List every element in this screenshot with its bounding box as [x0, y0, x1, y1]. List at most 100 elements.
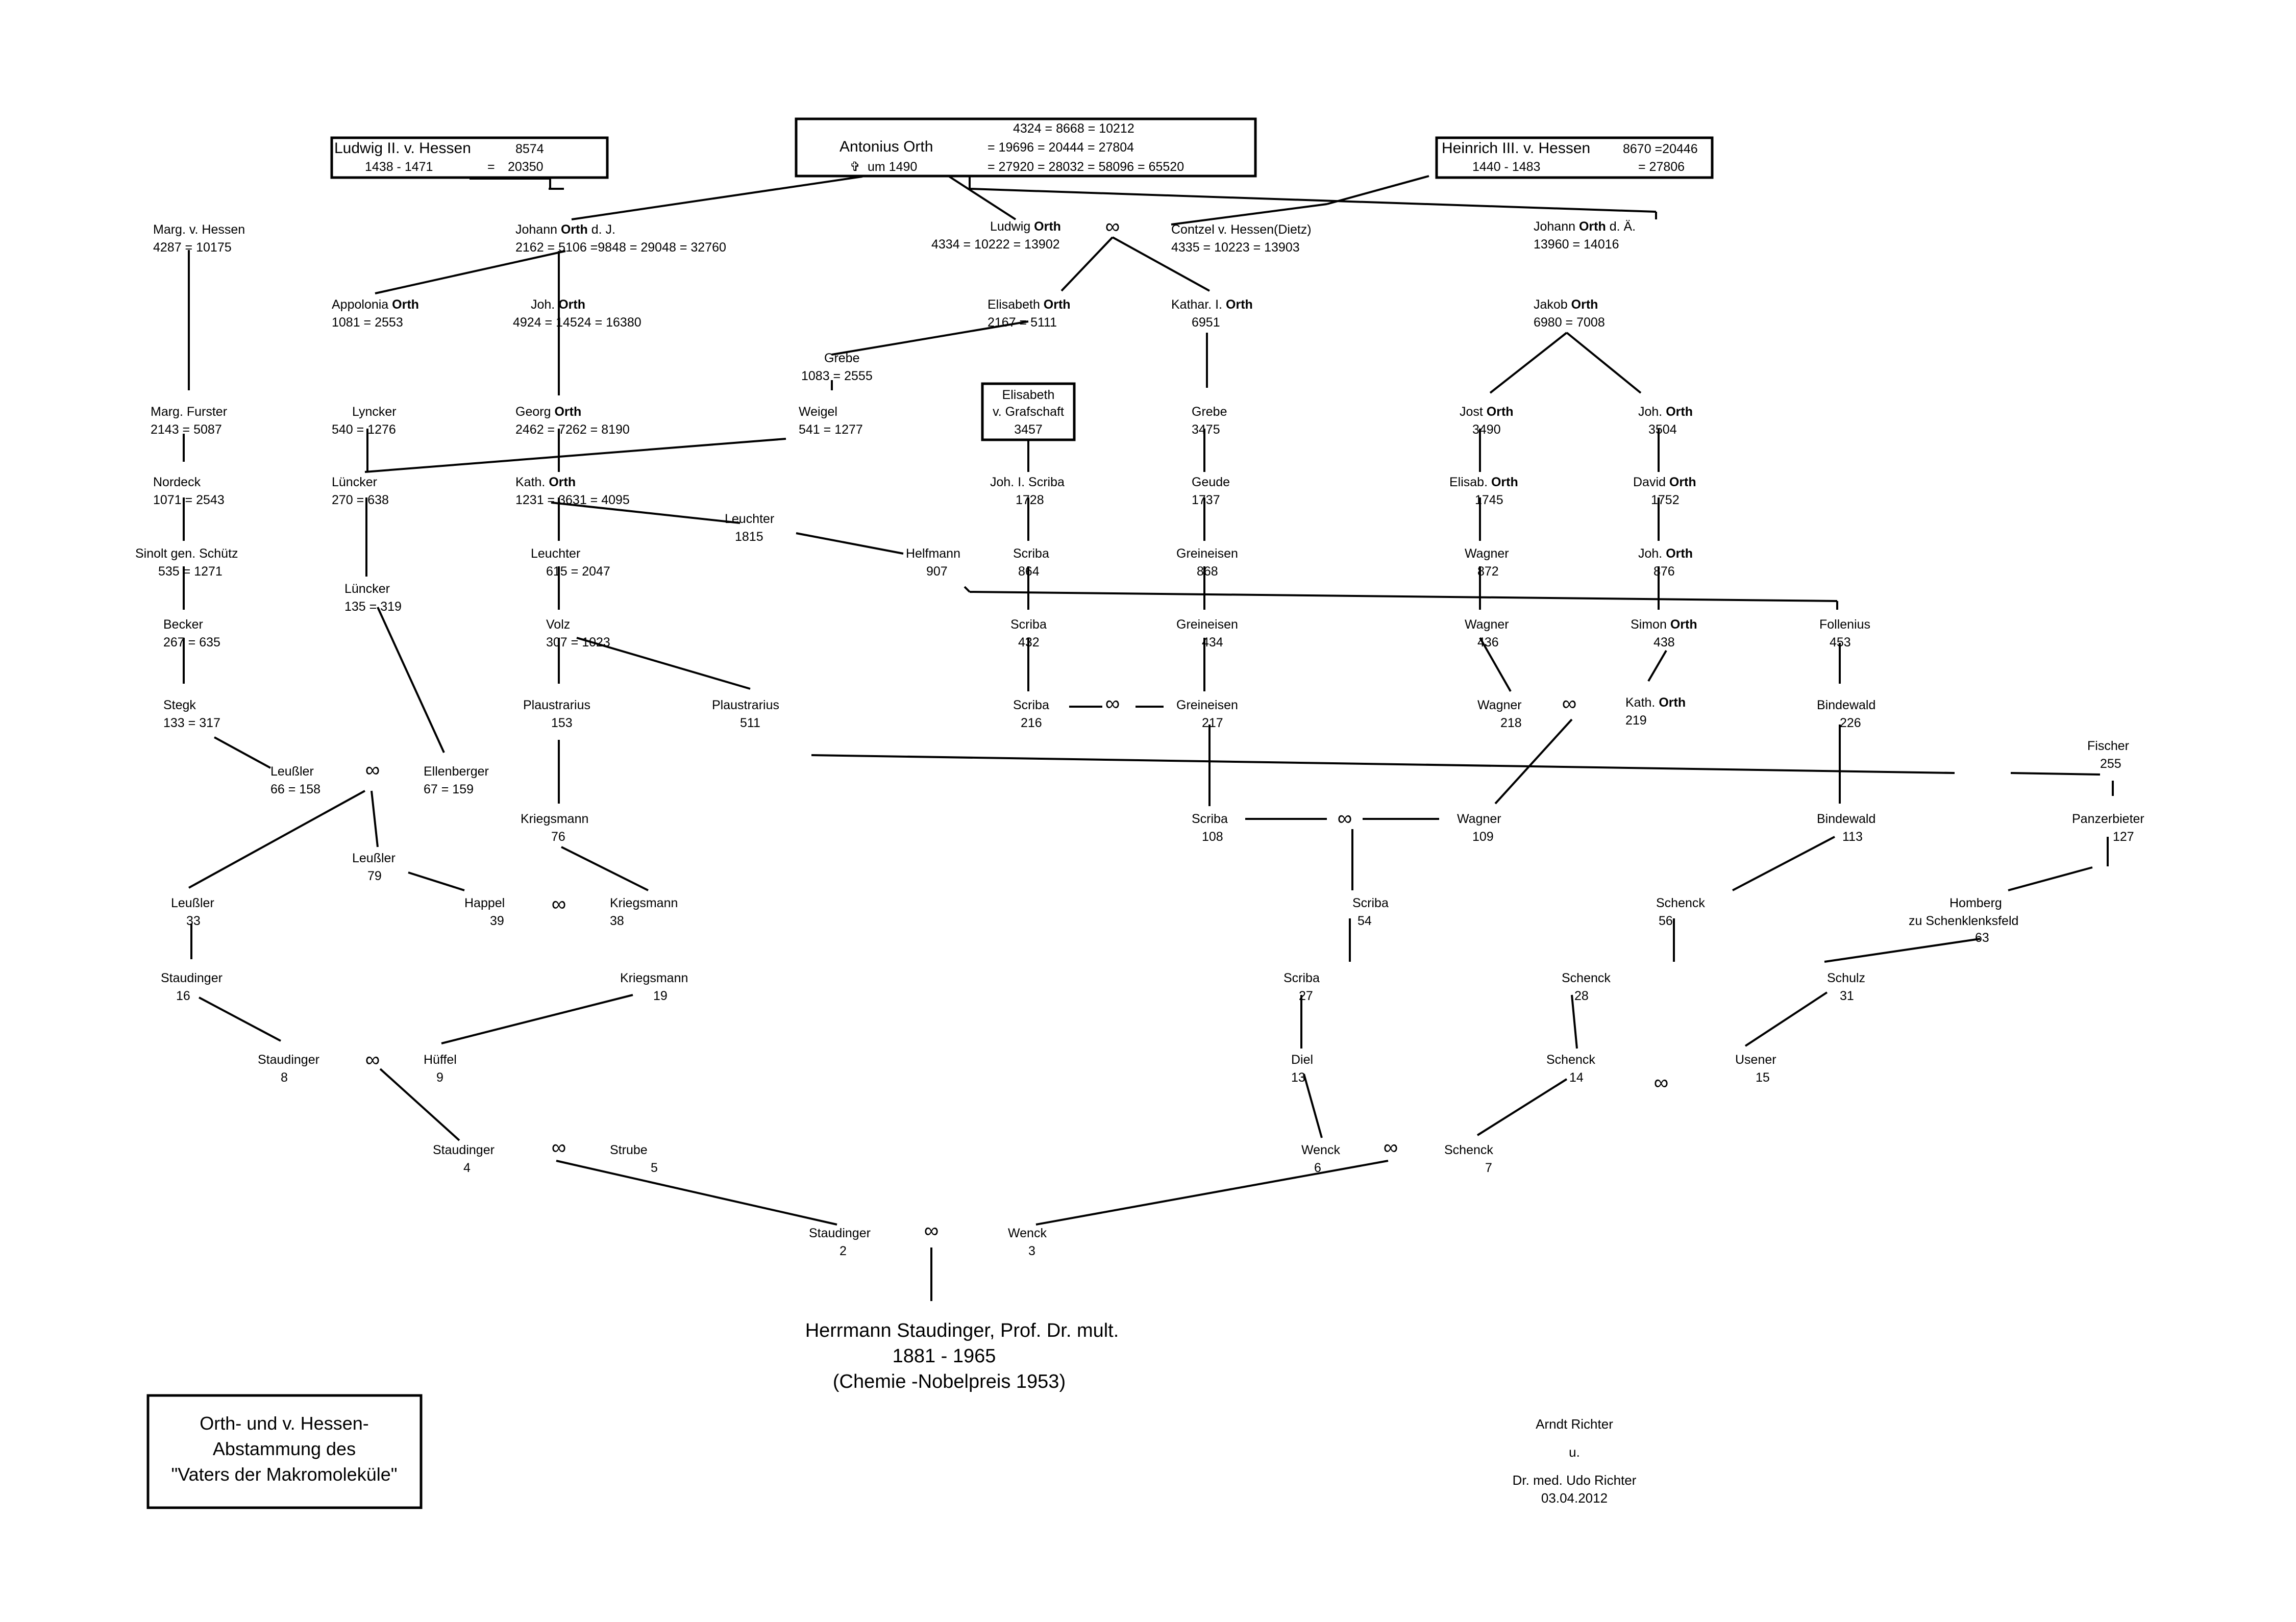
person-number: 56	[1659, 914, 1673, 928]
person-number: 135 = 319	[344, 600, 402, 614]
person-name: Ellenberger	[424, 764, 489, 779]
connector-line	[1060, 236, 1114, 292]
person-number: 15	[1756, 1070, 1770, 1085]
person-name: Johann Orth d. Ä.	[1534, 219, 1636, 234]
connector-line	[364, 438, 786, 473]
person-number: 108	[1202, 830, 1223, 844]
antonius-box: 4324 = 8668 = 10212 Antonius Orth = 1969…	[795, 117, 1257, 178]
person-name-part: Joh.	[531, 297, 558, 312]
heinrich-number: 8670 =20446	[1623, 142, 1698, 156]
person-name: Wenck	[1301, 1143, 1340, 1157]
person-name: Leuchter	[725, 512, 774, 526]
person-surname: Orth	[1666, 546, 1693, 561]
person-name: Plaustrarius	[523, 698, 590, 712]
connector-line	[576, 637, 751, 690]
person-contzel: Contzel v. Hessen(Dietz)4335 = 10223 = 1…	[1171, 222, 1312, 255]
connector-line	[1566, 332, 1642, 394]
person-number: 453	[1830, 635, 1851, 650]
person-surname: Orth	[558, 297, 585, 312]
person-surname: Orth	[554, 405, 581, 419]
person-number: 13	[1291, 1070, 1305, 1085]
person-number: 6980 = 7008	[1534, 315, 1605, 330]
person-name-part: Johann	[515, 222, 561, 237]
person-name: Elisabeth Orth	[987, 297, 1071, 312]
person-number: 1737	[1192, 493, 1220, 507]
person-number: 1728	[1016, 493, 1044, 507]
connector-line	[371, 790, 379, 847]
person-name: Scriba	[1283, 971, 1320, 985]
person-name: Leußler	[171, 896, 214, 910]
person-number: 33	[186, 914, 201, 928]
person-number: 307 = 1023	[546, 635, 610, 650]
marriage-icon-10: ∞	[1654, 1071, 1669, 1094]
person-name: Sinolt gen. Schütz	[135, 546, 238, 561]
person-name-part: Elisabeth	[987, 297, 1044, 312]
connector-line	[1489, 332, 1568, 394]
ludwig-name: Ludwig II. v. Hessen	[334, 140, 471, 157]
person-name: Weigel	[799, 405, 837, 419]
person-name: Schenck	[1562, 971, 1611, 985]
marriage-icon-1: ∞	[1105, 215, 1120, 238]
author-line1: Arndt Richter	[1536, 1416, 1613, 1432]
title-box: Orth- und v. Hessen- Abstammung des "Vat…	[146, 1394, 423, 1509]
person-name: Marg. Furster	[151, 405, 227, 419]
connector-lines	[183, 175, 2114, 1301]
person-name-part: Jost	[1460, 405, 1487, 419]
heinrich-name: Heinrich III. v. Hessen	[1442, 140, 1590, 157]
connector-line	[379, 1068, 460, 1141]
root-years: 1881 - 1965	[893, 1345, 996, 1367]
person-number: 1071 = 2543	[153, 493, 225, 507]
person-name-part: d. J.	[588, 222, 615, 237]
person-name: Kathar. I. Orth	[1171, 297, 1253, 312]
person-number: 438	[1653, 635, 1675, 650]
person-leuchter_1815: Leuchter 1815	[725, 512, 774, 544]
person-surname: Orth	[1571, 297, 1598, 312]
person-number: 19	[653, 989, 668, 1003]
person-number: 76	[551, 830, 565, 844]
person-name: Greineisen	[1176, 698, 1238, 712]
person-name: Homberg	[1949, 896, 2002, 910]
connector-line	[969, 188, 1657, 213]
person-name: Scriba	[1010, 617, 1047, 632]
connector-line	[199, 996, 281, 1042]
person-name: Simon Orth	[1631, 617, 1697, 632]
person-name: Kriegsmann	[620, 971, 688, 985]
person-surname: Orth	[1044, 297, 1071, 312]
person-name: Hüffel	[424, 1053, 457, 1067]
person-surname: Orth	[1226, 297, 1253, 312]
ludwig-years: 1438 - 1471	[365, 160, 433, 174]
heinrich-box: Heinrich III. v. Hessen 8670 =20446 1440…	[1435, 136, 1714, 179]
connector-line	[551, 502, 740, 524]
person-number: 541 = 1277	[799, 422, 863, 437]
person-number: 9	[436, 1070, 443, 1085]
person-number: 434	[1202, 635, 1223, 650]
antonius-date: um 1490	[868, 160, 917, 174]
title-line2: Abstammung des	[213, 1438, 356, 1459]
person-number: 4287 = 10175	[153, 240, 232, 255]
connector-line	[377, 607, 445, 753]
person-weigel: Weigel 541 = 1277	[799, 405, 863, 437]
title-line3: "Vaters der Makromoleküle"	[171, 1464, 397, 1485]
person-number: 2167 = 5111	[987, 315, 1057, 330]
person-number: 38	[610, 914, 624, 928]
person-number: 1815	[735, 530, 763, 544]
